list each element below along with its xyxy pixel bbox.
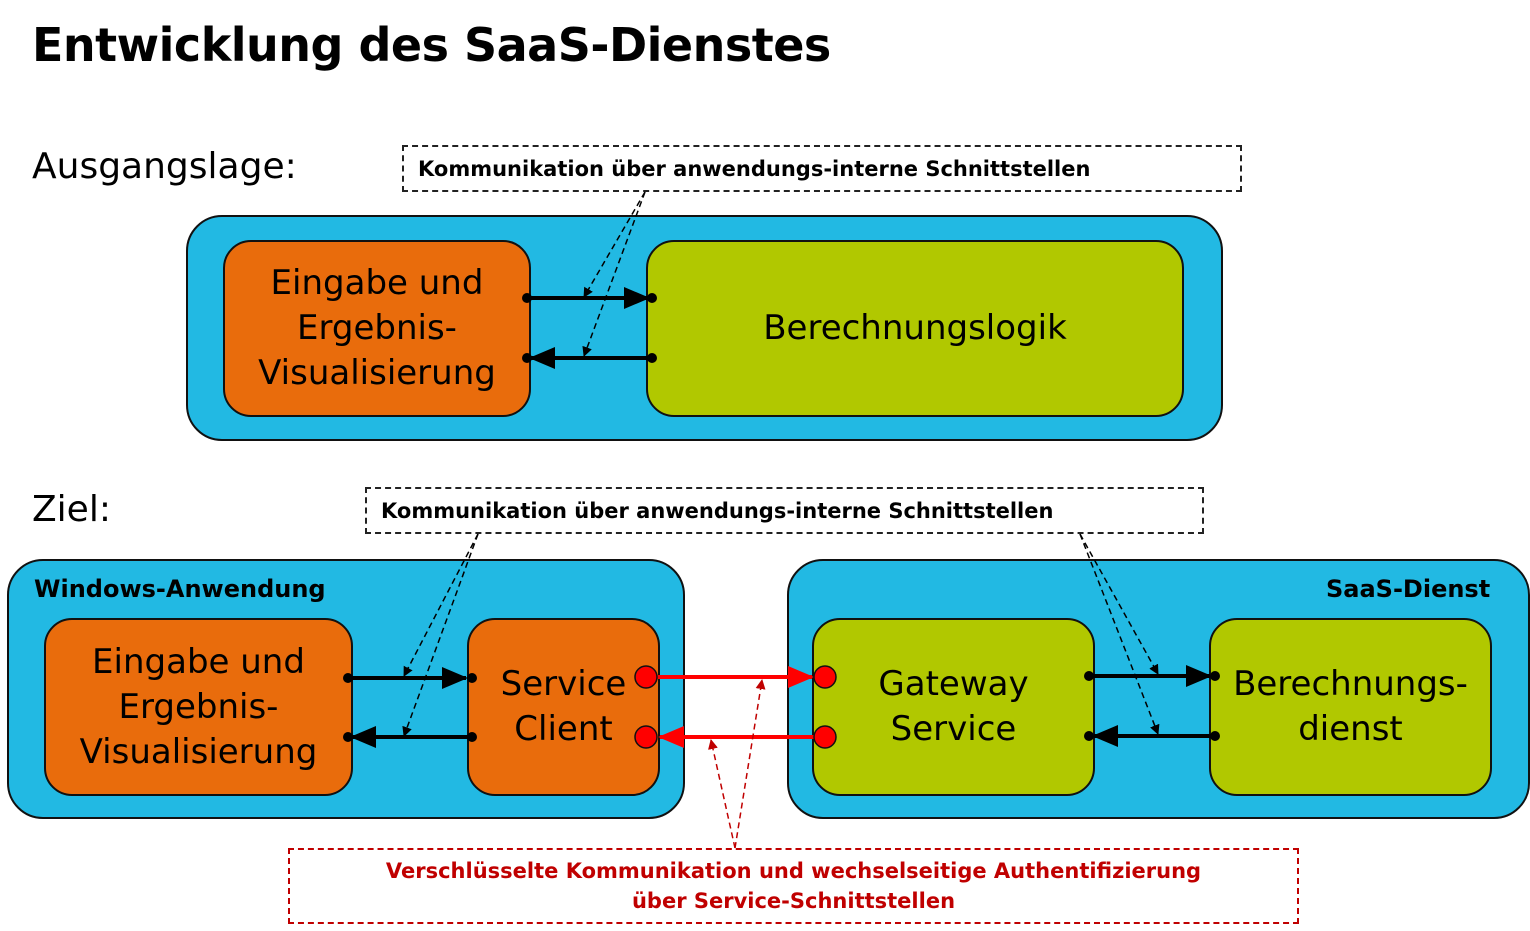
callout-pointers-secure [708,679,766,849]
port-dot [647,353,657,363]
box-line: Eingabe und [270,263,484,303]
service-port [634,665,658,689]
box-calculation-service: Berechnungs- dienst [1209,618,1492,796]
panel-label-windows: Windows-Anwendung [34,575,326,603]
arrows-ausgangslage [522,287,657,369]
box-gateway-service: Gateway Service [812,618,1095,796]
arrows-secure-service [634,665,837,749]
service-port [813,665,837,689]
page-title: Entwicklung des SaaS-Dienstes [32,18,831,72]
callout-pointers-bottom [402,533,1160,737]
box-line: Ergebnis- [297,308,457,348]
box-line: Gateway [878,664,1029,704]
box-service-client: Service Client [467,618,660,796]
callout-line: über Service-Schnittstellen [631,889,956,913]
box-line: Ergebnis- [118,686,279,727]
callout-line: Verschlüsselte Kommunikation und wechsel… [385,859,1202,883]
box-line: Service [500,664,627,704]
box-input-visualization-top: Eingabe und Ergebnis- Visualisierung [223,240,531,417]
port-dot [522,353,532,363]
box-line: Client [514,709,613,749]
arrows-saas-internal [1084,665,1220,747]
box-line: Visualisierung [258,353,496,393]
box-calculation-logic: Berechnungslogik [646,240,1184,417]
arrows-windows-internal [343,667,477,748]
box-input-visualization-bottom: Eingabe und Ergebnis- Visualisierung [44,618,353,796]
box-line: dienst [1298,709,1403,749]
port-dot [522,293,532,303]
section-label-ziel: Ziel: [32,489,111,530]
callout-pointers-top [582,191,646,357]
port-dot [647,293,657,303]
panel-label-saas: SaaS-Dienst [1326,575,1491,603]
callout-internal-interfaces-bottom: Kommunikation über anwendungs-interne Sc… [365,487,1204,534]
section-label-ausgangslage: Ausgangslage: [32,146,297,187]
box-line: Service [890,709,1017,749]
box-line: Eingabe und [92,641,305,682]
service-port [813,725,837,749]
box-line: Visualisierung [79,731,318,772]
service-port [634,725,658,749]
callout-secure-communication: Verschlüsselte Kommunikation und wechsel… [288,848,1299,924]
callout-internal-interfaces-top: Kommunikation über anwendungs-interne Sc… [402,145,1242,192]
box-line: Berechnungslogik [763,308,1067,348]
box-line: Berechnungs- [1233,664,1468,704]
